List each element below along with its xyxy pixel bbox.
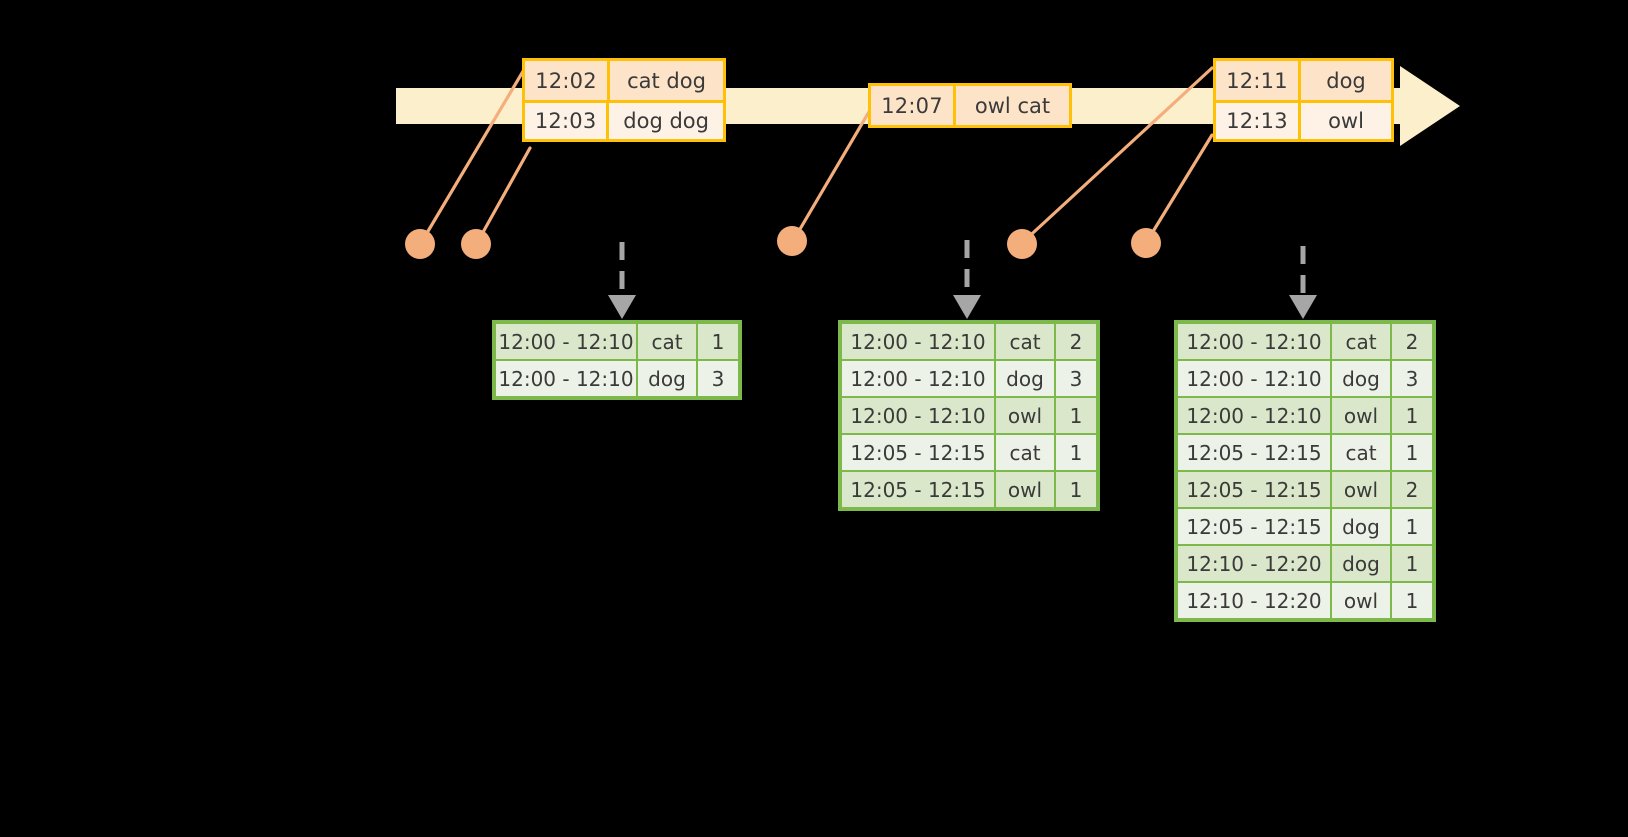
event-payload: dog dog [623, 109, 709, 133]
cell-key: dog [638, 361, 696, 396]
cell-key: cat [996, 324, 1054, 359]
event-time: 12:11 [1216, 61, 1301, 100]
event-time: 12:07 [871, 86, 956, 125]
event-row[interactable]: 12:07 owl cat [871, 86, 1069, 125]
cell-key: dog [1332, 361, 1390, 396]
cell-count: 1 [1056, 472, 1096, 507]
cell-key: cat [996, 435, 1054, 470]
cell-count: 1 [1392, 435, 1432, 470]
connector-line-1 [419, 66, 527, 245]
emit-arrow-3-head [1289, 295, 1317, 319]
cell-window: 12:00 - 12:10 [842, 361, 994, 396]
cell-key: owl [1332, 398, 1390, 433]
cell-key: dog [1332, 509, 1390, 544]
cell-window: 12:00 - 12:10 [496, 361, 636, 396]
event-marker-5 [1131, 228, 1161, 258]
cell-count: 1 [1392, 546, 1432, 581]
event-time: 12:02 [525, 61, 610, 100]
cell-count: 2 [1392, 324, 1432, 359]
event-row[interactable]: 12:02 cat dog [525, 61, 723, 100]
cell-count: 3 [698, 361, 738, 396]
cell-window: 12:10 - 12:20 [1178, 546, 1330, 581]
connector-line-5 [1144, 133, 1214, 245]
cell-window: 12:05 - 12:15 [1178, 472, 1330, 507]
event-group-1[interactable]: 12:02 cat dog 12:03 dog dog [522, 58, 726, 142]
event-marker-2 [461, 229, 491, 259]
cell-window: 12:00 - 12:10 [496, 324, 636, 359]
event-row[interactable]: 12:13 owl [1216, 100, 1391, 139]
cell-count: 1 [1056, 398, 1096, 433]
cell-key: dog [1332, 546, 1390, 581]
emit-arrow-1-head [608, 295, 636, 319]
cell-window: 12:00 - 12:10 [1178, 324, 1330, 359]
cell-key: owl [1332, 472, 1390, 507]
cell-key: owl [1332, 583, 1390, 618]
cell-key: cat [638, 324, 696, 359]
cell-window: 12:05 - 12:15 [842, 435, 994, 470]
event-payload: cat dog [627, 68, 706, 93]
cell-key: cat [1332, 435, 1390, 470]
event-time: 12:03 [525, 103, 610, 139]
cell-window: 12:05 - 12:15 [842, 472, 994, 507]
cell-count: 3 [1392, 361, 1432, 396]
event-payload: owl cat [974, 93, 1051, 118]
cell-window: 12:00 - 12:10 [1178, 361, 1330, 396]
cell-window: 12:00 - 12:10 [842, 398, 994, 433]
cell-count: 1 [1392, 398, 1432, 433]
cell-window: 12:00 - 12:10 [842, 324, 994, 359]
cell-count: 2 [1056, 324, 1096, 359]
cell-window: 12:05 - 12:15 [1178, 509, 1330, 544]
cell-key: owl [996, 398, 1054, 433]
cell-count: 2 [1392, 472, 1432, 507]
cell-key: dog [996, 361, 1054, 396]
cell-window: 12:00 - 12:10 [1178, 398, 1330, 433]
event-marker-4 [1007, 229, 1037, 259]
emit-arrow-2-head [953, 295, 981, 319]
cell-count: 3 [1056, 361, 1096, 396]
connector-line-3 [791, 103, 875, 243]
event-group-2[interactable]: 12:07 owl cat [868, 83, 1072, 128]
event-group-3[interactable]: 12:11 dog 12:13 owl [1213, 58, 1394, 142]
cell-count: 1 [1392, 583, 1432, 618]
cell-count: 1 [1056, 435, 1096, 470]
event-payload: owl [1328, 109, 1364, 133]
cell-window: 12:10 - 12:20 [1178, 583, 1330, 618]
cell-key: owl [996, 472, 1054, 507]
cell-key: cat [1332, 324, 1390, 359]
event-markers [405, 226, 1161, 259]
connector-line-2 [475, 146, 532, 245]
cell-count: 1 [1392, 509, 1432, 544]
event-marker-1 [405, 229, 435, 259]
event-time: 12:13 [1216, 103, 1301, 139]
cell-count: 1 [698, 324, 738, 359]
emit-arrows [619, 240, 1306, 300]
event-row[interactable]: 12:03 dog dog [525, 100, 723, 139]
emit-arrowheads [608, 295, 1317, 319]
event-marker-3 [777, 226, 807, 256]
event-row[interactable]: 12:11 dog [1216, 61, 1391, 100]
cell-window: 12:05 - 12:15 [1178, 435, 1330, 470]
event-payload: dog [1326, 68, 1366, 93]
